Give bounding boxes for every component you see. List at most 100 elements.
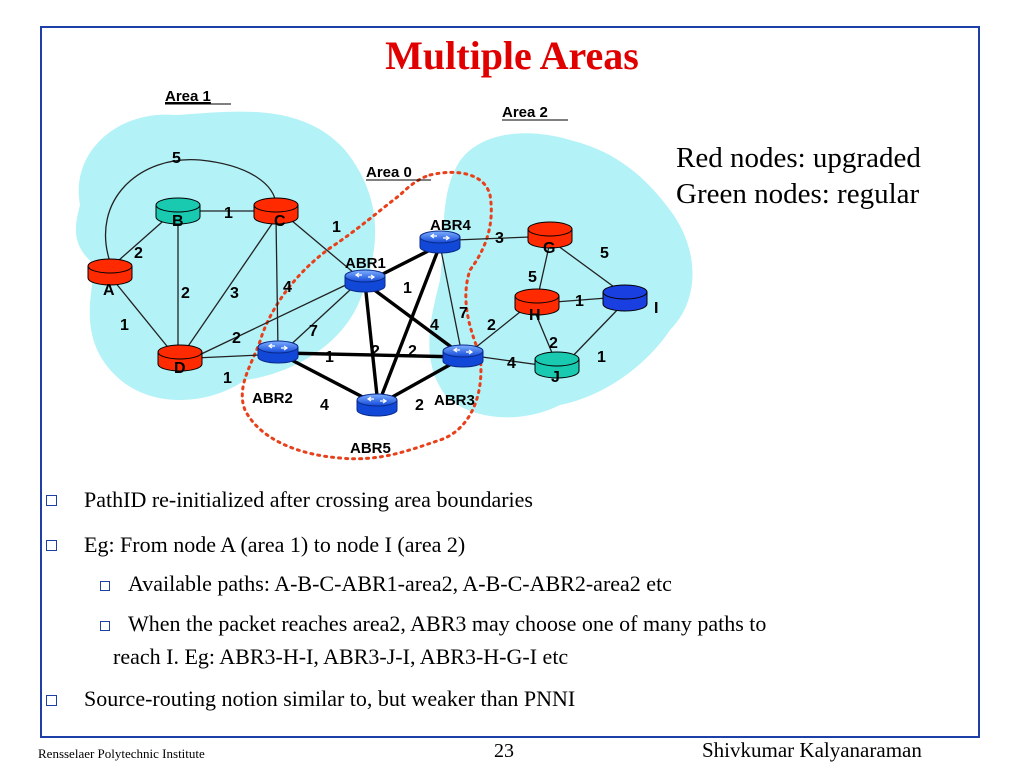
node-label-B: B: [172, 213, 184, 230]
weight-ABR3-H: 2: [487, 317, 496, 334]
router-ABR2: [257, 340, 299, 364]
weight-D-ABR2: 1: [223, 370, 232, 387]
node-label-ABR5: ABR5: [350, 440, 391, 457]
area0-label: Area 0: [366, 164, 412, 181]
weight-B-D: 2: [181, 285, 190, 302]
slide-frame: [40, 26, 980, 738]
footer-institution: Rensselaer Polytechnic Institute: [38, 746, 205, 761]
weight-ABR4-G: 3: [495, 230, 504, 247]
edge-ABR3-H: [469, 307, 526, 353]
edge-C-ABR2: [275, 217, 279, 351]
weight-ABR4-ABR5: 2: [408, 343, 417, 360]
weight-ABR3-J: 4: [507, 355, 516, 372]
weight-A-B: 2: [134, 245, 143, 262]
router-ABR5: [356, 393, 398, 417]
node-G: [527, 221, 573, 249]
weight-B-C: 1: [224, 205, 233, 222]
weight-ABR2-ABR5: 4: [320, 397, 329, 414]
weight-ABR2-ABR1: 7: [309, 323, 318, 340]
weight-H-J: 2: [549, 335, 558, 352]
node-label-A: A: [103, 282, 115, 299]
area1-region: [75, 111, 376, 400]
abr-nodes: [257, 230, 484, 417]
edge-ABR4-ABR3: [439, 244, 463, 356]
edge-ABR2-ABR1: [284, 289, 351, 351]
weight-A-C: 5: [172, 150, 181, 167]
node-I: [602, 284, 648, 312]
bullet-marker-2: [46, 540, 57, 551]
edge-A-B: [109, 214, 171, 269]
router-ABR1: [344, 269, 386, 293]
cylinder-nodes: [87, 197, 648, 379]
bullet-marker-5: [46, 695, 57, 706]
node-C: [253, 197, 299, 225]
weight-H-I: 1: [575, 293, 584, 310]
edge-ABR4-ABR5: [376, 244, 442, 406]
weight-ABR1-ABR5: 2: [371, 343, 380, 360]
edge-ABR3-J: [481, 356, 541, 366]
node-label-ABR2: ABR2: [252, 390, 293, 407]
weight-ABR5-ABR3: 2: [415, 397, 424, 414]
edge-ABR1-ABR5: [363, 282, 380, 406]
weight-A-D: 1: [120, 317, 129, 334]
legend: Red nodes: upgraded Green nodes: regular: [676, 140, 921, 212]
node-H: [514, 288, 560, 316]
weight-C-ABR2: 4: [283, 279, 292, 296]
thin-edges: [104, 159, 626, 366]
weight-C-ABR1: 1: [332, 219, 341, 236]
legend-upgraded: Red nodes: upgraded: [676, 142, 921, 174]
area0-boundary: [240, 170, 493, 461]
edge-C-D: [179, 217, 277, 359]
weight-ABR1-ABR3: 4: [430, 317, 439, 334]
bullet-marker-3: [100, 581, 110, 591]
edge-D-ABR1: [194, 282, 351, 358]
weight-J-I: 1: [597, 349, 606, 366]
slide-title: Multiple Areas: [385, 33, 639, 78]
node-B: [155, 197, 201, 225]
bullet-3: Available paths: A-B-C-ABR1-area2, A-B-C…: [128, 571, 672, 596]
edge-D-ABR2: [194, 354, 261, 359]
legend-regular: Green nodes: regular: [676, 178, 920, 210]
weight-G-I: 5: [600, 245, 609, 262]
bullet-1: PathID re-initialized after crossing are…: [84, 487, 533, 512]
edge-ABR1-ABR3: [363, 281, 464, 357]
weight-D-ABR1: 2: [232, 330, 241, 347]
edge-H-I: [554, 297, 608, 303]
node-label-D: D: [174, 360, 186, 377]
bullet-4-cont: reach I. Eg: ABR3-H-I, ABR3-J-I, ABR3-H-…: [113, 644, 569, 669]
node-label-ABR4: ABR4: [430, 217, 471, 234]
edge-A-D: [109, 275, 176, 357]
footer-author: Shivkumar Kalyanaraman: [702, 738, 922, 762]
weight-ABR2-ABR3: 1: [325, 349, 334, 366]
area2-label: Area 2: [502, 104, 548, 121]
edge-J-I: [566, 304, 623, 363]
node-label-I: I: [654, 300, 658, 317]
node-label-G: G: [543, 240, 555, 257]
node-label-ABR1: ABR1: [345, 255, 386, 272]
weight-G-H: 5: [528, 269, 537, 286]
edge-ABR4-G: [454, 236, 531, 241]
node-label-H: H: [529, 307, 541, 324]
bullet-marker-4: [100, 621, 110, 631]
footer-page-number: 23: [494, 740, 514, 762]
node-D: [157, 344, 203, 372]
router-ABR3: [442, 344, 484, 368]
bullet-marker-1: [46, 495, 57, 506]
node-label-C: C: [274, 213, 286, 230]
edge-C-ABR1: [284, 214, 361, 279]
node-label-ABR3: ABR3: [434, 392, 475, 409]
edge-A-C: [104, 159, 277, 263]
bullet-4: When the packet reaches area2, ABR3 may …: [128, 611, 767, 636]
router-ABR4: [419, 230, 461, 254]
weight-ABR4-ABR3: 7: [459, 305, 468, 322]
bullet-5: Source-routing notion similar to, but we…: [84, 686, 576, 711]
node-A: [87, 258, 133, 286]
weight-ABR1-ABR4: 1: [403, 280, 412, 297]
weight-C-D: 3: [230, 285, 239, 302]
area2-region: [429, 133, 693, 418]
bullet-2: Eg: From node A (area 1) to node I (area…: [84, 532, 466, 557]
area1-label: Area 1: [165, 88, 211, 105]
node-label-J: J: [551, 369, 560, 386]
node-J: [534, 351, 580, 379]
